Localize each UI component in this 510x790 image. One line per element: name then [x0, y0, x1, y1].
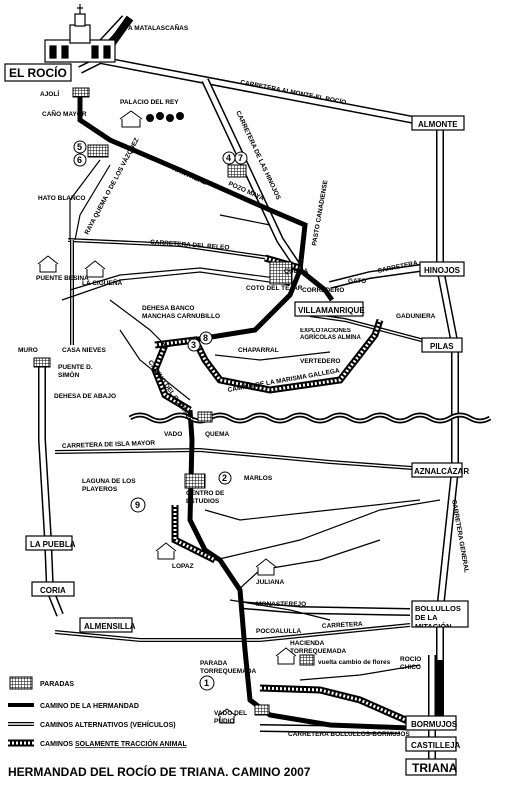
label-vado-pudio-wrap: VADO DEL PUDIO [214, 710, 247, 725]
label-vertedero: VERTEDERO [300, 358, 340, 365]
bridge-icon [33, 357, 51, 368]
legend-camino-hermandad: CAMINO DE LA HERMANDAD [40, 703, 139, 710]
hermandad-route [77, 95, 411, 731]
stop-number: 1 [204, 678, 209, 688]
label-pasto: PASTO CANADIENSE [311, 179, 330, 246]
tree-icons [146, 112, 184, 122]
label-parada-wrap: PARADA TORREQUEMADA [200, 660, 257, 675]
label-cano-mayor: CAÑO MAYOR [42, 109, 87, 118]
label-dehesa-banco: DEHESA BANCO MANCHAS CARNUBILLO [142, 305, 220, 320]
legend-caminos-alt: CAMINOS ALTERNATIVOS (VEHÍCULOS) [40, 720, 176, 729]
label-casa-nieves: CASA NIEVES [62, 347, 106, 354]
stop-number: 4 [226, 153, 231, 163]
label-marlos: MARLOS [244, 475, 273, 482]
label-monasterejo: MONASTEREJO [256, 601, 306, 608]
town-boxes [25, 115, 469, 776]
stop-number: 8 [203, 333, 208, 343]
town-hinojos: HINOJOS [424, 266, 461, 275]
stop-number: 7 [238, 153, 243, 163]
label-palacio: PALACIO DEL REY [120, 99, 179, 106]
town-castilleja: CASTILLEJA [411, 741, 461, 750]
town-almensilla: ALMENSILLA [84, 622, 136, 631]
label-ctra-releo: CARRETERA DEL RELEO [150, 239, 230, 252]
label-camino-cortaje: CAMINO DEL CORTAJE [146, 359, 194, 424]
label-rocio-chico: ROCÍO CHICO [400, 656, 422, 671]
label-vado: VADO [164, 431, 182, 438]
legend-caminos-prefix: CAMINOS [40, 741, 75, 748]
town-triana: TRIANA [412, 761, 458, 775]
legend-parada-swatch [9, 676, 33, 690]
bridge-icon [197, 411, 213, 423]
parada-hatched-square [87, 144, 315, 666]
label-ctra-isla-mayor: CARRETERA DE ISLA MAYOR [62, 440, 156, 450]
legend-caminos-animal: CAMINOS SOLAMENTE TRACCIÓN ANIMAL [40, 739, 187, 748]
label-matalascanas: A MATALASCAÑAS [128, 23, 189, 32]
label-zona-agri: EXPLOTACIONES AGRÍCOLAS ALMINA [300, 328, 361, 341]
label-cambio-flores: vuelta cambio de flores [318, 659, 391, 666]
church-icon [44, 4, 116, 63]
label-juliana: JULIANA [256, 579, 284, 586]
town-bollullos: BOLLULLOS DE LA MITACIÓN [415, 604, 461, 627]
stop-number: 2 [222, 473, 227, 483]
label-pocoalulla: POCOALULLA [256, 628, 301, 635]
label-puente-simon-wrap: PUENTE D. SIMÓN [58, 364, 93, 379]
label-laguna: LAGUNA DE LOS PLAYEROS [82, 478, 136, 493]
label-chaparral: CHAPARRAL [238, 347, 279, 354]
town-la-puebla: LA PUEBLA [30, 540, 76, 549]
town-villamanrique: VILLAMANRIQUE [298, 306, 365, 315]
label-zona-agri-wrap: EXPLOTACIONES AGRÍCOLAS ALMINA [300, 328, 361, 341]
label-vado-pudio: VADO DEL PUDIO [214, 710, 247, 725]
label-quema: QUEMA [205, 431, 230, 438]
label-laguna-wrap: LAGUNA DE LOS PLAYEROS [82, 478, 136, 493]
town-almonte: ALMONTE [418, 120, 458, 129]
label-puente-besina: PUENTE BESINA [36, 275, 89, 282]
label-centro-wrap: CENTRO DE ESTUDIOS [186, 490, 225, 505]
stop-number: 9 [135, 500, 140, 510]
label-ciguena: LA CIGÜEÑA [82, 278, 123, 287]
label-dehesa-banco-wrap: DEHESA BANCO MANCHAS CARNUBILLO [142, 305, 220, 320]
map-title: HERMANDAD DEL ROCÍO DE TRIANA. CAMINO 20… [8, 764, 311, 779]
label-hato-blanco: HATO BLANCO [38, 195, 85, 202]
label-quema-top: QUEMA [284, 268, 309, 275]
label-corredero: CORREDERO [302, 287, 344, 294]
label-raya-real: RAYA REAL [171, 165, 207, 186]
label-ctra-general: CARRETERA GENERAL [450, 499, 470, 573]
legend: PARADAS CAMINO DE LA HERMANDAD CAMINOS A… [8, 676, 187, 748]
town-coria: CORIA [40, 586, 66, 595]
label-coto-tejar: COTO DEL TEJAR [246, 285, 303, 292]
town-el-rocio: EL ROCÍO [9, 65, 67, 80]
label-ctra-bormujos: CARRETERA BOLLULLOS-BORMUJOS [288, 731, 410, 738]
town-aznalcazar: AZNALCÁZAR [414, 467, 469, 476]
secondary-tracks [61, 159, 441, 681]
stop-number: 6 [77, 155, 82, 165]
label-carretera: CARRETERA [322, 621, 363, 630]
stop-number: 3 [191, 340, 196, 350]
label-lopaz: LOPAZ [172, 563, 194, 570]
town-bormujos: BORMUJOS [411, 720, 458, 729]
bridge-icon [72, 87, 90, 98]
label-ajoli: AJOLÍ [40, 89, 59, 98]
label-centro-estudios: CENTRO DE ESTUDIOS [186, 490, 225, 505]
label-hacienda-wrap: HACIENDA TORREQUEMADA [290, 640, 347, 655]
label-hacienda: HACIENDA TORREQUEMADA [290, 640, 347, 655]
stop-number: 5 [77, 142, 82, 152]
label-gaduniera: GADUNIERA [396, 313, 436, 320]
label-gato: GATO [348, 278, 366, 285]
label-rocio-chico-wrap: ROCÍO CHICO [400, 656, 422, 671]
town-bollullos-wrap: BOLLULLOS DE LA MITACIÓN [415, 604, 461, 627]
town-box-el-rocio [4, 63, 72, 82]
label-dehesa-abajo: DEHESA DE ABAJO [54, 393, 116, 400]
legend-paradas: PARADAS [40, 681, 74, 688]
label-puente-simon: PUENTE D. SIMÓN [58, 364, 93, 379]
legend-caminos-underlined: SOLAMENTE TRACCIÓN ANIMAL [75, 739, 187, 748]
label-muro: MURO [18, 347, 38, 354]
bridge-icon [254, 704, 270, 716]
alternative-routes [54, 238, 441, 642]
town-pilas: PILAS [430, 342, 454, 351]
house-icon [37, 110, 297, 724]
stop-markers: 5 6 4 7 3 8 2 9 1 [73, 140, 248, 691]
label-parada-torre: PARADA TORREQUEMADA [200, 660, 257, 675]
